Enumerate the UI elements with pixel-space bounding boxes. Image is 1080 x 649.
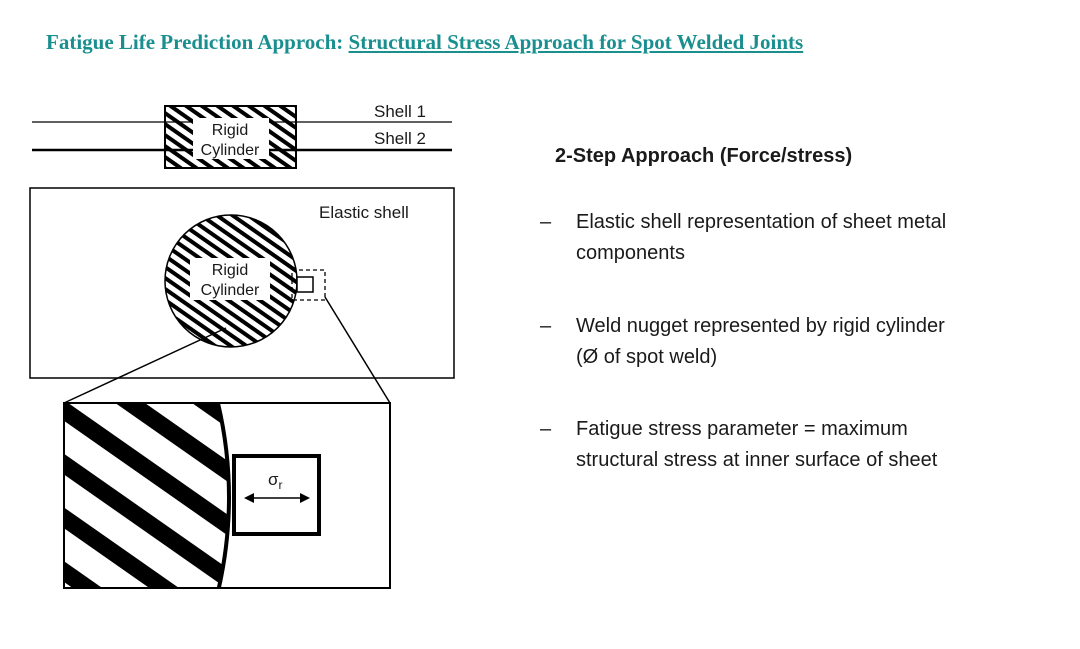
cylinder-edge-hatched (64, 403, 229, 588)
sigma-subscript: r (279, 478, 283, 492)
zoom-leader-left (63, 327, 227, 404)
bullet-line-1: Fatigue stress parameter = maximum (576, 418, 908, 440)
stress-element-box (232, 454, 321, 536)
approach-heading: 2-Step Approach (Force/stress) (555, 145, 853, 167)
plan-view: Elastic shell Rigid Cylinder (29, 187, 455, 404)
cylinder-label-line2: Cylinder (201, 142, 260, 159)
title-subject: Structural Stress Approach for Spot Weld… (348, 30, 804, 54)
cylinder-plan-label-line2: Cylinder (201, 282, 260, 299)
cylinder-label-line1: Rigid (212, 122, 248, 139)
stress-arrow-head-right (300, 493, 310, 503)
bullet-text: Fatigue stress parameter = maximum struc… (576, 414, 1066, 476)
cylinder-plan-label-bg (190, 258, 270, 300)
stress-arrow-head-left (244, 493, 254, 503)
sigma-symbol: σ (268, 470, 279, 489)
zoom-region-box (291, 269, 326, 301)
bullet-line-2: (Ø of spot weld) (576, 346, 718, 368)
stress-element-small (296, 276, 314, 293)
bullet-line-1: Weld nugget represented by rigid cylinde… (576, 315, 945, 337)
bullet-dash: – (540, 315, 552, 337)
cross-section-view: Rigid Cylinder Shell 1 Shell 2 (32, 102, 452, 169)
cylinder-edge-arc (215, 403, 231, 588)
shell-1-label: Shell 1 (374, 102, 426, 121)
zoom-leader-right (324, 296, 391, 404)
detail-view: σr (63, 402, 391, 589)
title-prefix: Fatigue Life Prediction Approch: (46, 30, 344, 54)
bullet-line-2: structural stress at inner surface of sh… (576, 449, 938, 471)
cylinder-label-bg (193, 118, 269, 159)
cylinder-plan-label-line1: Rigid (212, 262, 248, 279)
shell-2-label: Shell 2 (374, 129, 426, 148)
stress-sigma-label: σr (268, 470, 283, 492)
elastic-shell-label: Elastic shell (319, 203, 409, 222)
bullet-line-2: components (576, 242, 685, 264)
bullet-text: Elastic shell representation of sheet me… (576, 207, 1066, 269)
slide-title: Fatigue Life Prediction Approch: Structu… (46, 30, 803, 55)
bullet-dash: – (540, 418, 552, 440)
bullet-text: Weld nugget represented by rigid cylinde… (576, 311, 1066, 373)
bullet-dash: – (540, 211, 552, 233)
bullet-line-1: Elastic shell representation of sheet me… (576, 211, 947, 233)
